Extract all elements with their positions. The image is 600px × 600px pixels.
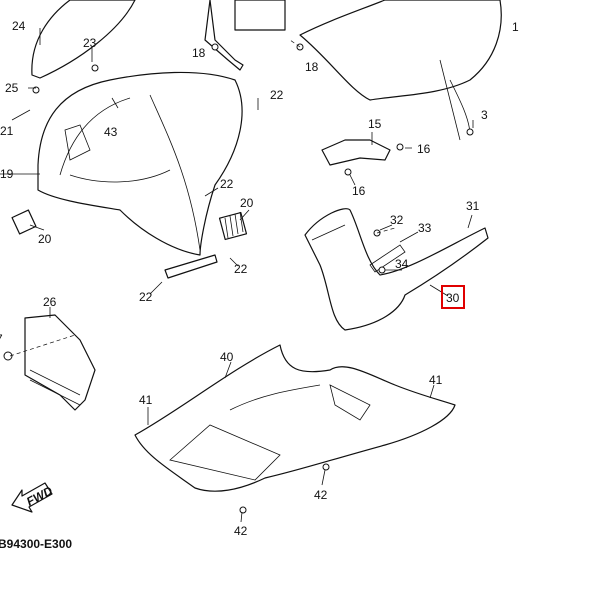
fwd-arrow-icon: FWD [11,482,55,513]
part-1-inner-panel[interactable] [299,0,502,101]
part-19-front-cover[interactable] [37,71,243,256]
label-32[interactable]: 32 [390,213,404,227]
label-22[interactable]: 22 [234,262,248,276]
label-25[interactable]: 25 [5,81,19,95]
label-41[interactable]: 41 [429,373,443,387]
part-40-under-cover[interactable] [134,344,456,492]
label-15[interactable]: 15 [368,117,382,131]
label-22[interactable]: 22 [220,177,234,191]
highlight-box [441,285,465,309]
label-16[interactable]: 16 [352,184,366,198]
label-30[interactable]: 30 [446,291,460,305]
label-16[interactable]: 16 [417,142,431,156]
part-30-side-cover[interactable] [304,208,489,331]
label-23[interactable]: 23 [83,36,97,50]
fwd-label: FWD [24,483,55,508]
diagram-code: B94300-E300 [0,537,72,551]
label-22[interactable]: 22 [139,290,153,304]
label-20[interactable]: 20 [38,232,52,246]
label-33[interactable]: 33 [418,221,432,235]
part-15-bracket[interactable] [321,139,391,166]
label-18[interactable]: 18 [192,46,206,60]
label-42[interactable]: 42 [234,524,248,538]
part-20-grille[interactable] [218,211,248,241]
label-18[interactable]: 18 [305,60,319,74]
part-26-bracket[interactable] [24,314,96,411]
label-21[interactable]: 21 [0,124,14,138]
label-40[interactable]: 40 [220,350,234,364]
label-7[interactable]: 7 [0,332,3,346]
label-19[interactable]: 19 [0,167,14,181]
label-24[interactable]: 24 [12,19,26,33]
label-43[interactable]: 43 [104,125,118,139]
label-22[interactable]: 22 [270,88,284,102]
label-34[interactable]: 34 [395,257,409,271]
label-31[interactable]: 31 [466,199,480,213]
label-1[interactable]: 1 [512,20,519,34]
bolts [3,43,474,514]
label-42[interactable]: 42 [314,488,328,502]
label-41[interactable]: 41 [139,393,153,407]
label-20[interactable]: 20 [240,196,254,210]
part-24-panel[interactable] [31,0,136,79]
label-3[interactable]: 3 [481,108,488,122]
part-20-pad[interactable] [11,209,37,235]
label-26[interactable]: 26 [43,295,57,309]
